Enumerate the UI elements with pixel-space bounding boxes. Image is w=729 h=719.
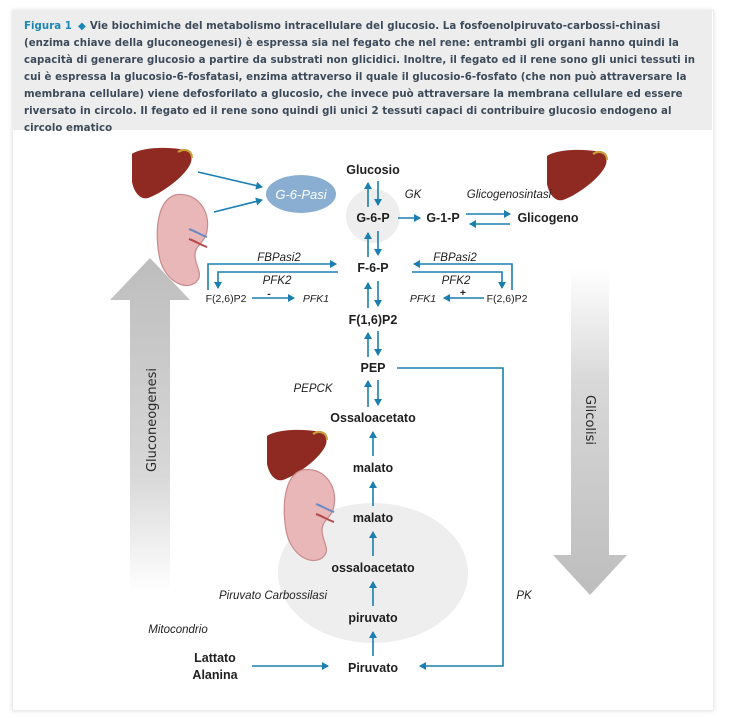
caption-text: Vie biochimiche del metabolismo intracel… — [24, 21, 696, 134]
enzyme-pfk2-right: PFK2 — [442, 275, 471, 287]
node-glucosio: Glucosio — [346, 163, 400, 177]
kidney-to-g6pasi-arrow — [213, 197, 263, 213]
loop-pfk2-left — [214, 271, 338, 289]
node-pep: PEP — [360, 361, 385, 375]
node-pfk1-right: PFK1 — [410, 293, 436, 305]
loop-pfk2-right — [412, 271, 506, 289]
mitocondrio-label: Mitocondrio — [148, 624, 208, 636]
bidirectional-arrows — [364, 181, 382, 407]
loop-fbpasi2-right — [413, 260, 513, 290]
glicolisi-label: Glicolisi — [582, 395, 597, 445]
enzyme-fbpasi2-left: FBPasi2 — [257, 252, 301, 264]
liver-icon — [547, 149, 608, 201]
gluconeogenesi-label: Gluconeogenesi — [145, 368, 160, 472]
enzyme-pfk2-left: PFK2 — [263, 275, 292, 287]
pfk2-loops — [207, 260, 513, 290]
node-f26p2-left: F(2,6)P2 — [206, 293, 247, 305]
liver-icon — [267, 429, 328, 481]
enzyme-pepck: PEPCK — [294, 383, 334, 395]
liver-to-g6pasi-arrow — [197, 171, 263, 190]
node-ossaloacetato-bottom: ossaloacetato — [331, 561, 415, 575]
kidney-icon — [156, 193, 209, 286]
mitochondrion-shape — [278, 503, 468, 643]
node-pfk1-left: PFK1 — [303, 293, 329, 305]
g6pasi-bubble — [266, 175, 336, 213]
enzyme-piruvato-carbossilasi: Piruvato Carbossilasi — [219, 590, 327, 602]
horizontal-arrows — [252, 210, 511, 670]
minus-sign: - — [267, 288, 271, 300]
big-up-arrow — [110, 258, 190, 592]
caption-box — [12, 10, 712, 130]
enzyme-glicogenosintasi: Glicogenosintasi — [467, 189, 552, 201]
node-f16p2: F(1,6)P2 — [349, 313, 398, 327]
diamond-icon: ◆ — [77, 21, 86, 32]
figure-caption: Figura 1 ◆Vie biochimiche del metabolismo… — [24, 18, 696, 137]
figure-label: Figura 1 — [24, 21, 72, 32]
g6p-highlight — [346, 189, 400, 243]
plus-sign: + — [460, 287, 466, 299]
node-glicogeno: Glicogeno — [517, 211, 578, 225]
liver-icon — [132, 147, 193, 199]
node-ossaloacetato-top: Ossaloacetato — [330, 411, 416, 425]
node-piruvato: Piruvato — [348, 661, 398, 675]
node-malato-1: malato — [353, 461, 394, 475]
node-malato-2: malato — [353, 511, 394, 525]
node-f6p: F-6-P — [357, 261, 388, 275]
enzyme-fbpasi2-right: FBPasi2 — [433, 252, 477, 264]
node-g1p: G-1-P — [426, 211, 459, 225]
node-piruvato-mito: piruvato — [348, 611, 398, 625]
enzyme-gk: GK — [405, 189, 423, 201]
arrow-pep-to-piruvato-pk — [397, 367, 504, 670]
node-alanina: Alanina — [192, 668, 238, 682]
g6pasi-label: G-6-Pasi — [275, 187, 327, 202]
enzyme-pk: PK — [516, 590, 533, 602]
node-g6p: G-6-P — [356, 211, 389, 225]
loop-fbpasi2-left — [207, 260, 337, 290]
kidney-icon — [283, 468, 336, 561]
node-f26p2-right: F(2,6)P2 — [487, 293, 528, 305]
big-down-arrow — [553, 268, 627, 595]
node-lattato: Lattato — [194, 651, 236, 665]
